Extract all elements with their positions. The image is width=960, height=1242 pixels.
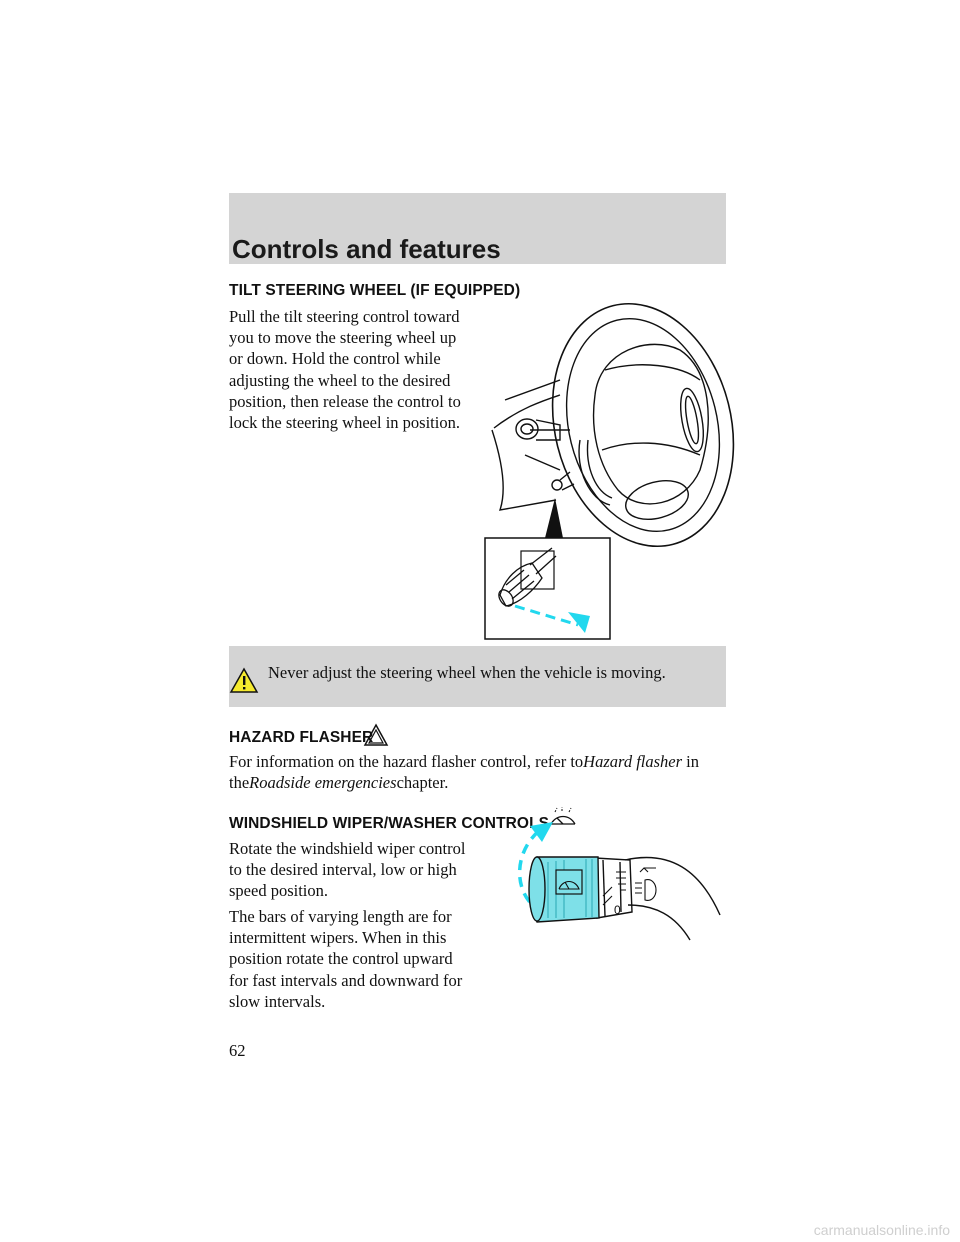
footer-watermark: carmanualsonline.info <box>813 1222 950 1238</box>
hazard-triangle-icon <box>363 723 389 746</box>
text-line: slow intervals. <box>229 991 326 1011</box>
text-line: Pull the tilt steering control toward <box>229 307 460 326</box>
text-line: speed position. <box>229 881 328 901</box>
text-line: or down. Hold the control while <box>229 349 441 369</box>
warning-triangle-icon <box>229 667 259 693</box>
text-line: position rotate the control upward <box>229 949 453 969</box>
text-line: to the desired interval, low or high <box>229 860 457 880</box>
tilt-steering-heading: TILT STEERING WHEEL (IF EQUIPPED) <box>229 282 521 299</box>
wiper-controls-heading: WINDSHIELD WIPER/WASHER CONTROLS <box>229 815 550 832</box>
warning-text: Never adjust the steering wheel when the… <box>268 663 666 682</box>
text-line: The bars of varying length are for <box>229 907 452 926</box>
hazard-flasher-heading: HAZARD FLASHER <box>229 729 374 746</box>
warning-box <box>229 646 726 707</box>
hazard-info-line-1: For information on the hazard flasher co… <box>229 752 699 771</box>
section-header-band <box>229 193 726 264</box>
hazard-info-line-2: theRoadside emergencieschapter. <box>229 773 449 792</box>
text-line: for fast intervals and downward for <box>229 970 463 990</box>
text-line: intermittent wipers. When in this <box>229 928 447 948</box>
wiper-paragraph-1: Rotate the windshield wiper control to t… <box>229 838 465 902</box>
tilt-steering-paragraph: Pull the tilt steering control toward yo… <box>229 306 461 433</box>
headlamp-flash-icon <box>635 867 657 901</box>
wiper-paragraph-2: The bars of varying length are for inter… <box>229 906 462 1012</box>
page-number: 62 <box>229 1041 246 1060</box>
stalk-off-label: 0 <box>614 903 621 917</box>
text-line: lock the steering wheel in position. <box>229 413 460 433</box>
text-line: adjusting the wheel to the desired <box>229 370 451 390</box>
text-line: Rotate the windshield wiper control <box>229 839 466 858</box>
text-line: you to move the steering wheel up <box>229 328 457 348</box>
windshield-washer-icon <box>550 807 576 825</box>
text-line: position, then release the control to <box>229 391 461 411</box>
section-title: Controls and features <box>232 234 501 264</box>
